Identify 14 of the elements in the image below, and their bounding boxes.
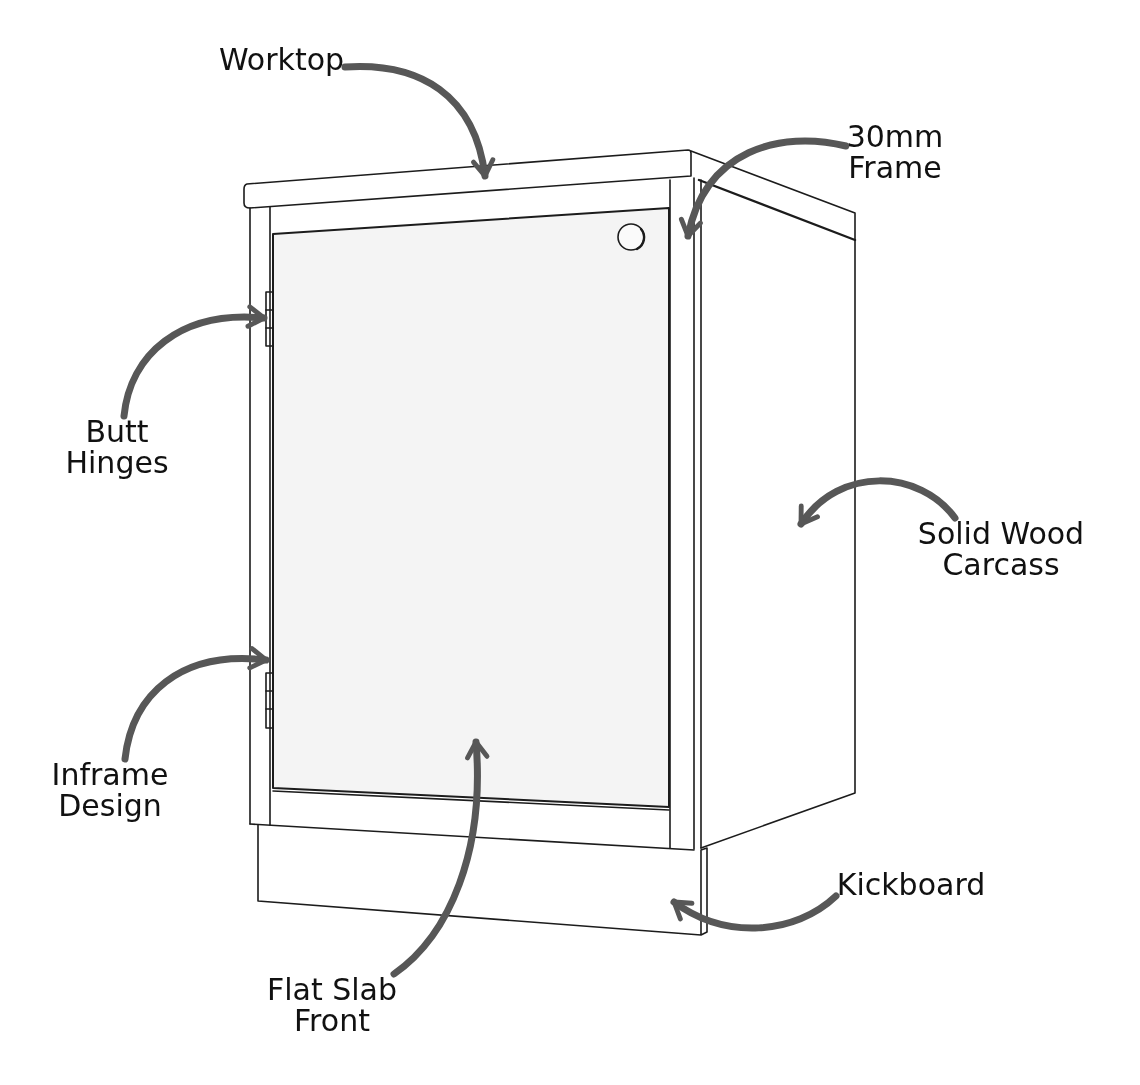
- part-label: Inframe Design: [51, 759, 169, 821]
- curved-arrow: [121, 646, 270, 763]
- curved-arrow: [390, 738, 489, 978]
- part-label: Flat Slab Front: [266, 974, 398, 1036]
- curved-arrow: [670, 892, 840, 932]
- part-label: Worktop: [218, 44, 345, 75]
- part-label: Solid Wood Carcass: [917, 518, 1085, 580]
- curved-arrow: [120, 305, 268, 420]
- curved-arrow: [341, 63, 495, 180]
- part-label: Butt Hinges: [64, 416, 170, 478]
- part-label: 30mm Frame: [846, 121, 944, 183]
- curved-arrow: [680, 137, 850, 240]
- curved-arrow: [797, 477, 959, 528]
- part-label: Kickboard: [836, 869, 986, 900]
